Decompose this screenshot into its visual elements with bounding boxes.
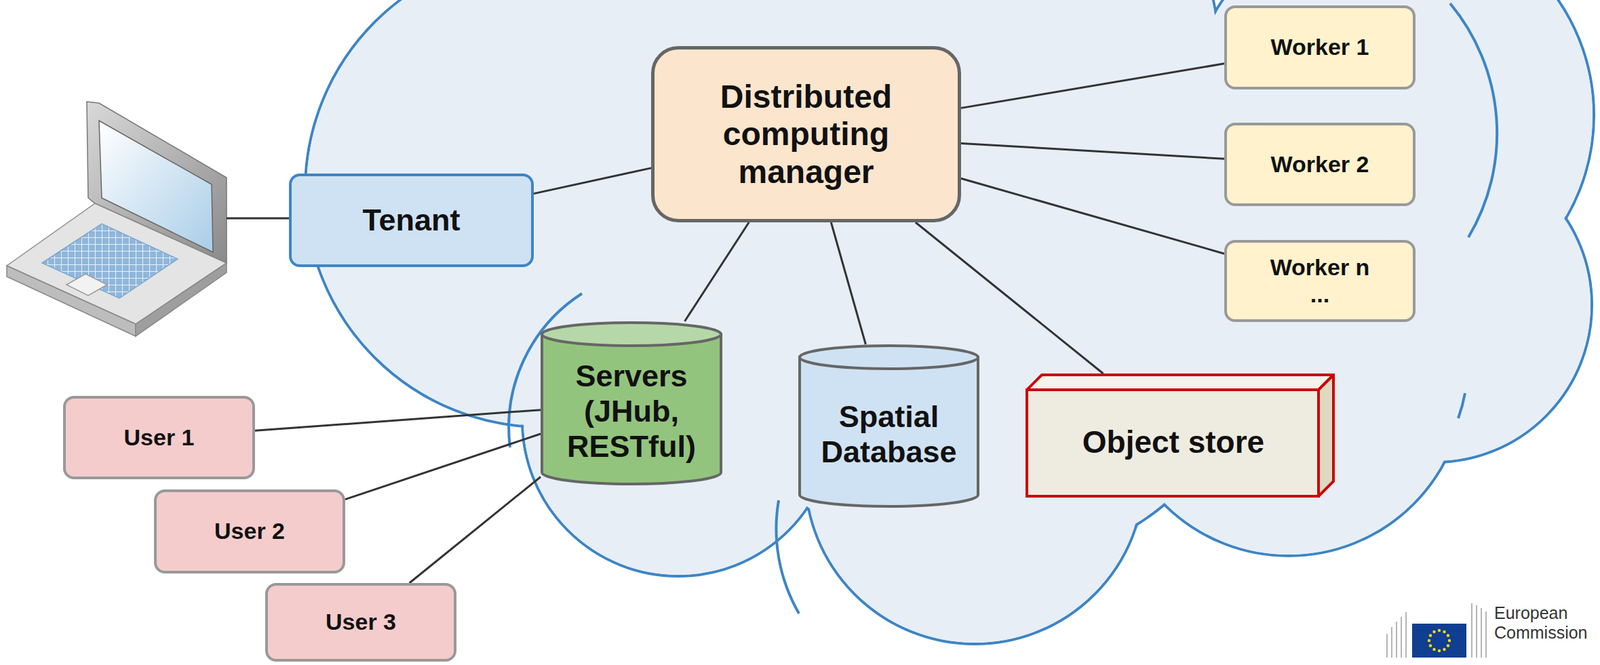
- user-box: User 1: [63, 396, 256, 480]
- logo-star: [1446, 644, 1450, 648]
- connector-line: [961, 63, 1225, 109]
- node-text: User 3: [325, 609, 397, 636]
- logo-text: European Commission: [1494, 603, 1588, 643]
- node-text: Servers (JHub, RESTful): [567, 358, 696, 464]
- node-text: Spatial Database: [820, 399, 957, 471]
- node-text: Distributed computing manager: [720, 77, 892, 191]
- database-cylinder: Spatial Database: [798, 344, 980, 509]
- connector-line: [345, 434, 541, 500]
- connector-line: [961, 178, 1225, 254]
- cloud-inner-arcs: [508, 3, 1497, 614]
- logo-star: [1427, 639, 1431, 643]
- connector-line: [533, 168, 652, 194]
- logo-star: [1437, 649, 1441, 653]
- worker-box: Worker n ...: [1224, 240, 1416, 323]
- laptop-link: [226, 217, 289, 220]
- worker-box: Worker 1: [1224, 5, 1416, 90]
- connector-line: [830, 222, 866, 345]
- object-store-box: Object store: [1025, 373, 1335, 498]
- node-text: Worker 2: [1271, 151, 1370, 178]
- logo-star: [1437, 629, 1441, 633]
- node-text: Object store: [1082, 424, 1265, 461]
- logo-stars: [1427, 629, 1451, 653]
- node-text: Tenant: [362, 202, 460, 239]
- node-text: User 1: [124, 424, 195, 452]
- logo-star: [1429, 634, 1432, 637]
- logo-star: [1432, 630, 1436, 634]
- node-text: Worker 1: [1271, 33, 1370, 61]
- laptop-base: [6, 203, 227, 325]
- user-box: User 2: [153, 489, 346, 574]
- logo-building-lines: [1387, 603, 1487, 658]
- laptop-keyboard: [42, 223, 178, 299]
- connector-line: [255, 410, 541, 432]
- manager-box: Distributed computing manager: [651, 46, 962, 223]
- logo-star: [1448, 639, 1451, 643]
- laptop-touchpad: [66, 274, 108, 296]
- worker-box: Worker 2: [1224, 122, 1416, 207]
- node-text: User 2: [214, 518, 285, 545]
- cloud-fill: [306, 0, 1593, 643]
- logo-flag: [1412, 623, 1467, 658]
- connector-line: [409, 476, 541, 584]
- tenant-box: Tenant: [288, 173, 534, 268]
- logo-star: [1429, 644, 1432, 648]
- node-text: Worker n ...: [1265, 254, 1375, 308]
- logo-star: [1432, 648, 1436, 652]
- logo-star: [1446, 634, 1450, 637]
- logo-star: [1442, 630, 1446, 634]
- servers-cylinder: Servers (JHub, RESTful): [540, 321, 723, 486]
- connector-line: [961, 143, 1225, 159]
- logo-star: [1442, 648, 1446, 652]
- user-box: User 3: [265, 583, 457, 662]
- cloud-outline: [305, 0, 1594, 645]
- connector-line: [684, 222, 749, 322]
